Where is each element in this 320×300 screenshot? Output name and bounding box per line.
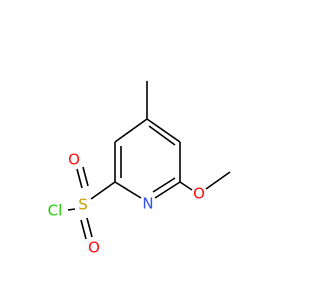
bond-c6-n	[154, 181, 181, 199]
bond-s-o-bottom-a	[80, 219, 87, 240]
atom-o-sulfonyl-top: O	[68, 151, 80, 169]
bond-s-o-top-a	[76, 168, 83, 189]
bond-s-cl	[67, 208, 76, 211]
atom-n: N	[142, 195, 153, 213]
atom-s: S	[78, 196, 88, 214]
bond-s-o-top-b	[82, 166, 89, 187]
structure-diagram: N O S O O Cl	[48, 81, 231, 257]
bond-c4-c5	[146, 118, 181, 143]
bond-c6-o	[179, 181, 193, 191]
atom-o-methoxy: O	[193, 185, 205, 203]
bond-c4-c3	[114, 118, 148, 143]
bond-c2-s	[90, 181, 116, 200]
bond-c2-n	[114, 181, 142, 199]
bond-c4-c5-inner	[148, 125, 176, 146]
bond-o-ch3	[205, 171, 231, 190]
atom-o-sulfonyl-bottom: O	[88, 239, 100, 257]
bond-s-o-bottom-b	[86, 217, 93, 238]
molecule-canvas: N O S O O Cl	[47, 81, 231, 257]
bond-c6-n-inner	[152, 177, 176, 193]
atom-cl: Cl	[48, 202, 63, 220]
